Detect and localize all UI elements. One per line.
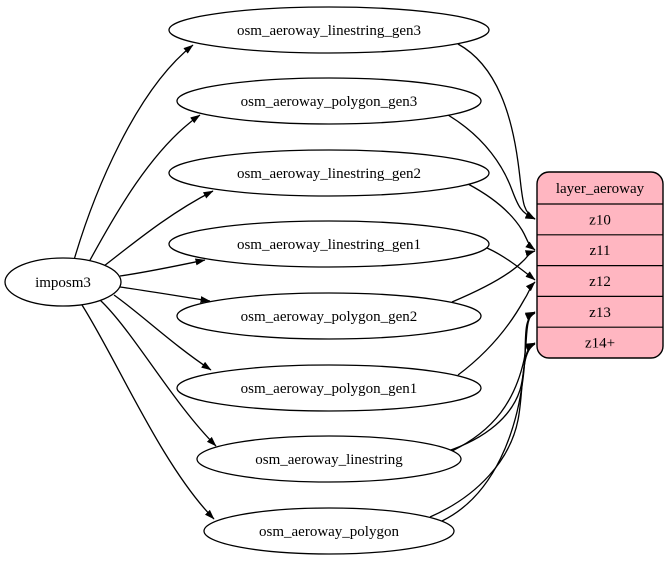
node-shape-osm_aeroway_polygon_gen1: [176, 364, 482, 412]
edge-osm_aeroway_polygon-to-z14+: [429, 343, 536, 518]
node-label-osm_aeroway_polygon_gen2: osm_aeroway_polygon_gen2: [241, 309, 418, 325]
node-label-osm_aeroway_linestring_gen3: osm_aeroway_linestring_gen3: [237, 23, 421, 39]
edge-imposm3-to-osm_aeroway_linestring_gen2: [103, 190, 214, 267]
edge-osm_aeroway_polygon_gen1-to-z12: [457, 281, 536, 376]
node-shape-osm_aeroway_linestring_gen2: [168, 149, 490, 197]
edge-imposm3-to-osm_aeroway_polygon_gen2: [119, 286, 211, 303]
nodes-group: imposm3 osm_aeroway_linestring_gen3 osm_ae…: [4, 6, 490, 555]
source-node-imposm3: imposm3: [4, 257, 122, 307]
layer-row-z10: z10: [589, 212, 611, 228]
edge-imposm3-to-osm_aeroway_polygon: [81, 304, 215, 520]
table-node-osm_aeroway_polygon_gen2: osm_aeroway_polygon_gen2: [176, 292, 482, 340]
table-node-osm_aeroway_polygon_gen3: osm_aeroway_polygon_gen3: [176, 77, 482, 125]
edge-osm_aeroway_polygon-to-z13: [441, 312, 536, 522]
table-node-osm_aeroway_linestring_gen3: osm_aeroway_linestring_gen3: [168, 6, 490, 54]
node-shape-osm_aeroway_polygon: [203, 507, 455, 555]
node-shape-osm_aeroway_linestring_gen1: [168, 220, 490, 268]
node-label-osm_aeroway_polygon_gen1: osm_aeroway_polygon_gen1: [241, 381, 418, 397]
node-label-imposm3: imposm3: [35, 275, 91, 291]
edge-osm_aeroway_polygon_gen2-to-z11: [451, 250, 536, 303]
node-shape-osm_aeroway_polygon_gen3: [176, 77, 482, 125]
layer-row-z13: z13: [589, 305, 611, 321]
node-shape-osm_aeroway_linestring: [196, 435, 462, 483]
edge-osm_aeroway_linestring_gen3-to-z10: [457, 43, 536, 220]
layer-node-group: layer_aeroway z10 z11 z12 z13 z14+: [536, 171, 664, 359]
edge-imposm3-to-osm_aeroway_linestring: [99, 299, 217, 447]
table-node-osm_aeroway_linestring_gen1: osm_aeroway_linestring_gen1: [168, 220, 490, 268]
edge-osm_aeroway_linestring_gen2-to-z11: [467, 183, 536, 251]
node-label-osm_aeroway_linestring_gen2: osm_aeroway_linestring_gen2: [237, 166, 421, 182]
node-shape-osm_aeroway_polygon_gen2: [176, 292, 482, 340]
edge-osm_aeroway_linestring_gen1-to-z12: [486, 247, 536, 281]
node-label-osm_aeroway_polygon: osm_aeroway_polygon: [259, 524, 399, 540]
layer-row-z12: z12: [589, 274, 611, 290]
node-label-osm_aeroway_linestring: osm_aeroway_linestring: [255, 452, 403, 468]
table-node-osm_aeroway_polygon_gen1: osm_aeroway_polygon_gen1: [176, 364, 482, 412]
edge-imposm3-to-osm_aeroway_linestring_gen3: [73, 44, 194, 261]
edge-osm_aeroway_linestring-to-z13: [451, 311, 536, 452]
edges-group: [73, 43, 536, 522]
layer-node-title: layer_aeroway: [556, 181, 645, 197]
layer-row-z11: z11: [589, 243, 610, 259]
node-label-osm_aeroway_linestring_gen1: osm_aeroway_linestring_gen1: [237, 237, 421, 253]
edge-imposm3-to-osm_aeroway_polygon_gen1: [113, 294, 212, 371]
node-shape-imposm3: [4, 257, 122, 307]
table-node-osm_aeroway_linestring: osm_aeroway_linestring: [196, 435, 462, 483]
edge-imposm3-to-osm_aeroway_linestring_gen1: [119, 258, 206, 277]
edge-osm_aeroway_polygon_gen3-to-z10: [447, 114, 536, 220]
table-node-osm_aeroway_linestring_gen2: osm_aeroway_linestring_gen2: [168, 149, 490, 197]
layer-row-z14+: z14+: [585, 336, 615, 352]
edge-imposm3-to-osm_aeroway_polygon_gen3: [88, 114, 201, 263]
node-shape-osm_aeroway_linestring_gen3: [168, 6, 490, 54]
node-label-osm_aeroway_polygon_gen3: osm_aeroway_polygon_gen3: [241, 94, 418, 110]
table-node-osm_aeroway_polygon: osm_aeroway_polygon: [203, 507, 455, 555]
